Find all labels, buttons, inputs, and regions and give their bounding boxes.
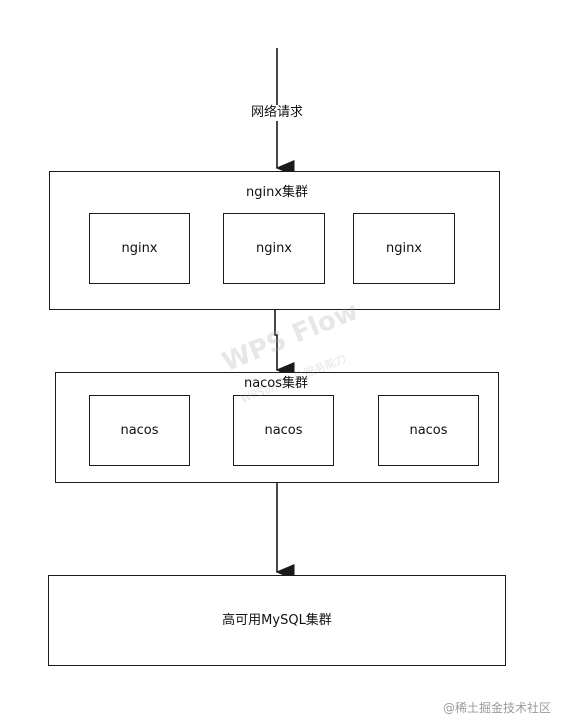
- nacos-node-label: nacos: [120, 422, 159, 438]
- mysql-cluster-label: 高可用MySQL集群: [222, 612, 332, 628]
- nacos-node-2: nacos: [233, 395, 334, 466]
- nginx-node-label: nginx: [121, 240, 158, 256]
- nacos-node-label: nacos: [264, 422, 303, 438]
- nacos-node-1: nacos: [89, 395, 190, 466]
- nginx-node-3: nginx: [353, 213, 455, 284]
- site-credit: @稀土掘金技术社区: [442, 701, 551, 715]
- nacos-cluster-title: nacos集群: [243, 376, 309, 391]
- nginx-node-label: nginx: [385, 240, 423, 256]
- nginx-node-1: nginx: [89, 213, 190, 284]
- nginx-node-label: nginx: [255, 240, 293, 256]
- nginx-node-2: nginx: [223, 213, 325, 284]
- nginx-to-nacos-connector: [274, 310, 295, 378]
- nacos-node-label: nacos: [409, 422, 448, 438]
- network-request-label: 网络请求: [248, 105, 306, 121]
- nacos-node-3: nacos: [378, 395, 479, 466]
- nginx-cluster-title: nginx集群: [245, 185, 309, 200]
- mysql-cluster-box: 高可用MySQL集群: [48, 575, 506, 666]
